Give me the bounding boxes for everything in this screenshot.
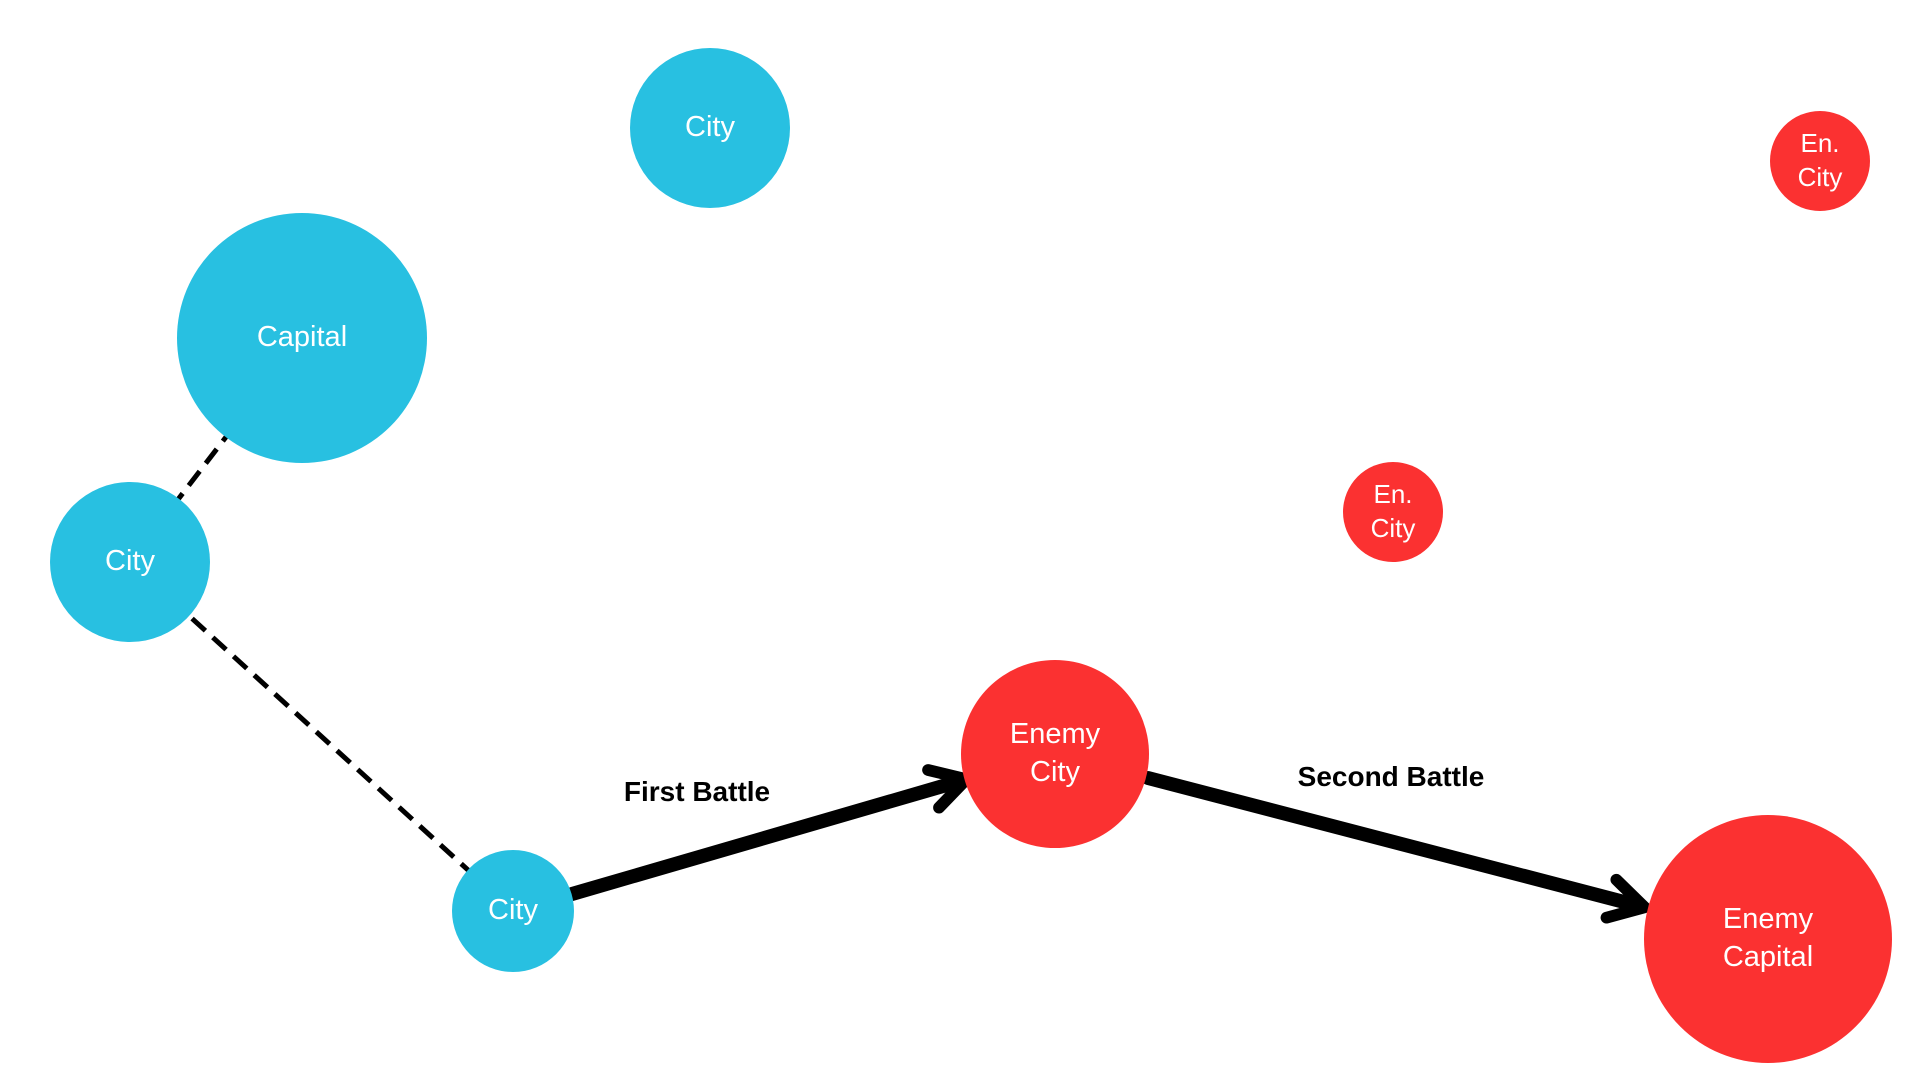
node-friendly-city-top: City [630,48,790,208]
node-enemy-capital-label: Enemy Capital [1722,903,1814,973]
node-enemy-city-label: Enemy City [1009,718,1101,788]
first-battle-arrow-label: First Battle [623,776,771,807]
first-battle-arrow [565,764,973,901]
node-friendly-city-west-label: City [105,545,155,578]
second-battle-arrow [1141,771,1651,924]
node-enemy-city-small-mid: En. City [1343,462,1443,562]
node-enemy-city-small-mid-label: En. City [1370,479,1416,543]
node-enemy-capital: Enemy Capital [1644,815,1892,1063]
node-enemy-city-small-ne: En. City [1770,111,1870,211]
second-battle-arrow-label: Second Battle [1297,761,1485,792]
node-friendly-city-west: City [50,482,210,642]
west-city-to-south-city-connector [128,560,515,913]
node-friendly-city-south: City [452,850,574,972]
node-friendly-capital-label: Capital [256,321,348,354]
node-enemy-city-small-ne-label: En. City [1797,128,1843,192]
node-friendly-city-top-label: City [685,111,735,144]
node-enemy-city: Enemy City [961,660,1149,848]
node-friendly-capital: Capital [177,213,427,463]
node-friendly-city-south-label: City [488,894,538,927]
